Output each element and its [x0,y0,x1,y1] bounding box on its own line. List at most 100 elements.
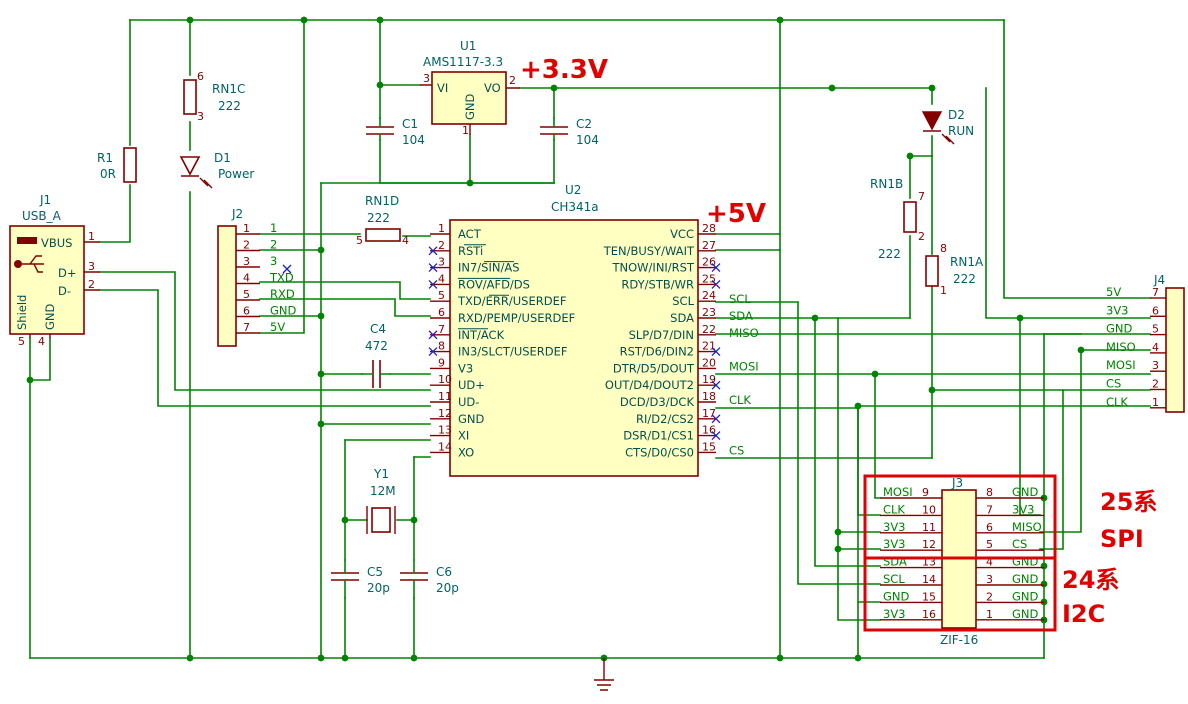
u2-pin-name: DCD/D3/DCK [620,395,695,409]
u2-pin-name: RI/D2/CS2 [636,412,694,426]
u2-pin-number: 11 [438,390,452,403]
u2-pin-name: XI [458,429,469,443]
c1-ref: C1 [402,117,418,131]
j2-pin-number: 7 [243,321,250,334]
u2-pin-number: 13 [438,424,452,437]
u2-no-connect [711,347,721,357]
u2-no-connect [711,414,721,424]
u2-pin-name: OUT/D4/DOUT2 [605,378,694,392]
c5-value: 20p [367,581,390,595]
j3-pin-number: 10 [922,503,936,516]
u2-pin-name: RST/D6/DIN2 [620,345,694,359]
u2-pin-number: 3 [438,256,445,269]
rn1c-ref: RN1C [212,82,245,96]
j3-net-label: GND [1012,572,1039,586]
j1-pin-shield: Shield [15,295,29,330]
c1-value: 104 [402,133,425,147]
u2-pin-number: 18 [702,390,716,403]
u2-pin-number: 25 [702,272,716,285]
rn1b-ref: RN1B [870,177,903,191]
j3-net-label: 3V3 [883,607,906,621]
j2-pin3-nc [282,264,292,274]
annotation-3v3: +3.3V [520,55,608,85]
j3-net-label: MISO [1012,520,1042,534]
capacitor-c2: C2 104 [540,117,599,147]
j4-ref: J4 [1153,273,1165,287]
rn1a-pin-b: 1 [940,284,947,297]
c6-ref: C6 [436,565,452,579]
ground-symbol [594,658,614,691]
j2-pin-number: 3 [243,255,250,268]
j3-net-label: GND [1012,589,1039,603]
d1-value: Power [218,167,254,181]
u2-pin-number: 2 [438,239,445,252]
u1-ref: U1 [460,39,476,53]
u2-pin-name: DTR/D5/DOUT [613,361,695,375]
j3-pin-number: 12 [922,538,936,551]
j4-net-label: MISO [1106,340,1136,354]
annotation-i2c: I2C [1062,600,1105,628]
annotation-spi: SPI [1100,525,1144,553]
u2-pin-name: RDY/STB/WR [621,277,694,291]
r1-value: 0R [100,167,116,181]
j2-net-label: 3 [270,254,277,268]
r1-ref: R1 [97,151,113,165]
u2-pin-name: SCL [672,294,694,308]
u1-value: AMS1117-3.3 [423,55,503,69]
resistor-rn1d: RN1D 222 5 4 [356,194,409,247]
j4-net-label: CS [1106,377,1121,391]
u2-no-connect [428,330,438,340]
j1-pin-dminus: D- [58,284,71,298]
c4-value: 472 [365,339,388,353]
rn1a-value: 222 [953,272,976,286]
j1-pin-vbus: VBUS [41,236,72,250]
j4-net-label: CLK [1106,395,1128,409]
annotation-i2c-series: 24系 [1062,566,1119,594]
resistor-rn1c: 6 3 RN1C 222 [183,70,245,123]
capacitor-c5: C5 20p [331,559,390,599]
j3-pin-number: 11 [922,521,936,534]
j3-ref: J3 [951,476,963,490]
j4-pin-number: 1 [1152,396,1159,409]
j1-pin2-num: 2 [88,278,95,291]
u2-pin-name: TNOW/INI/RST [612,261,695,275]
j2-net-label: 1 [270,221,277,235]
j1-value: USB_A [22,209,62,223]
u2-pin-number: 15 [702,440,716,453]
j2-pin-number: 6 [243,305,250,318]
j3-pin-number: 1 [986,608,993,621]
j1-pin5-num: 5 [18,335,25,348]
c2-value: 104 [576,133,599,147]
u2-pin-number: 22 [702,323,716,336]
led-d1: D1 Power [179,151,254,189]
rn1b-value: 222 [878,247,901,261]
j1-pin3-num: 3 [88,260,95,273]
j3-net-label: GND [883,589,910,603]
u2-pin-number: 7 [438,323,445,336]
u2-pin-name: UD+ [458,378,485,392]
j3-pin-number: 8 [986,486,993,499]
u2-pin-name: TEN/BUSY/WAIT [603,244,695,258]
u2-pin-number: 20 [702,356,716,369]
u2-pin-name: XO [458,445,474,459]
rn1b-pin-a: 7 [918,190,925,203]
rn1d-pin-a: 5 [356,234,363,247]
j2-pin-number: 5 [243,288,250,301]
resistor-r1: R1 0R [97,147,137,183]
u2-pin-number: 19 [702,373,716,386]
d2-value: RUN [948,124,974,138]
j3-pin-number: 4 [986,556,993,569]
u2-pin-number: 9 [438,356,445,369]
j2-net-label: 5V [270,320,285,334]
u2-pin-name: RXD/PEMP/USERDEF [458,311,575,325]
rn1d-pin-b: 4 [402,234,409,247]
u2-pin-number: 6 [438,306,445,319]
crystal-y1: Y1 12M [366,467,396,534]
j4-net-label: 3V3 [1106,303,1129,317]
resistor-rn1b: RN1B 222 7 2 [870,177,925,261]
u2-ref: U2 [565,183,581,197]
j3-net-label: CLK [883,502,905,516]
